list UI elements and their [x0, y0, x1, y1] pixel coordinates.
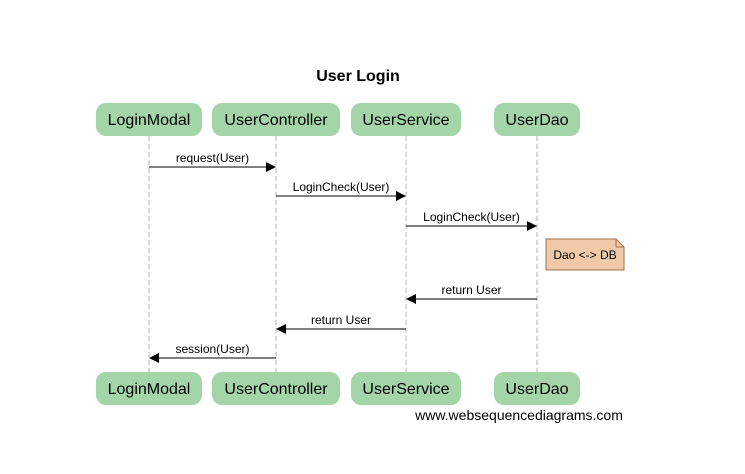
message-label: LoginCheck(User) [423, 210, 520, 224]
note-text: Dao <-> DB [553, 248, 616, 262]
notes: Dao <-> DB [545, 238, 625, 271]
participant-box [212, 103, 340, 136]
arrowhead-icon [527, 221, 537, 231]
message-label: session(User) [175, 342, 249, 356]
participant-bottom-loginmodal: LoginModal [96, 372, 202, 405]
message-label: request(User) [176, 151, 249, 165]
participant-label: UserDao [505, 112, 568, 129]
participant-top-usercontroller: UserController [212, 103, 340, 136]
arrowhead-icon [149, 353, 159, 363]
participant-box [494, 103, 580, 136]
participant-box [351, 372, 461, 405]
message-6: session(User) [149, 342, 276, 363]
participant-label: UserController [224, 381, 328, 398]
participant-label: LoginModal [108, 381, 191, 398]
participant-bottom-usercontroller: UserController [212, 372, 340, 405]
participant-top-userdao: UserDao [494, 103, 580, 136]
participant-box [351, 103, 461, 136]
participant-label: UserDao [505, 381, 568, 398]
participant-box [96, 372, 202, 405]
messages: request(User) LoginCheck(User) LoginCheck(… [149, 151, 537, 363]
note: Dao <-> DB [545, 238, 625, 271]
participant-label: UserService [362, 112, 449, 129]
message-3: LoginCheck(User) [406, 210, 537, 231]
participant-label: UserController [224, 112, 328, 129]
message-1: request(User) [149, 151, 276, 172]
lifelines [148, 136, 538, 372]
note-fold-icon [615, 239, 624, 248]
message-label: return User [441, 283, 501, 297]
message-5: return User [276, 313, 406, 334]
arrowhead-icon [276, 324, 286, 334]
participant-box [494, 372, 580, 405]
message-label: LoginCheck(User) [293, 180, 390, 194]
participant-bottom-userdao: UserDao [494, 372, 580, 405]
arrowhead-icon [406, 294, 416, 304]
arrowhead-icon [266, 162, 276, 172]
participant-label: UserService [362, 381, 449, 398]
participant-top-userservice: UserService [351, 103, 461, 136]
message-4: return User [406, 283, 537, 304]
participant-bottom-userservice: UserService [351, 372, 461, 405]
participant-box [212, 372, 340, 405]
watermark: www.websequencediagrams.com [414, 407, 623, 423]
participant-label: LoginModal [108, 112, 191, 129]
message-label: return User [311, 313, 371, 327]
participant-top-loginmodal: LoginModal [96, 103, 202, 136]
participant-box [96, 103, 202, 136]
note-box [545, 238, 625, 271]
message-2: LoginCheck(User) [276, 180, 406, 201]
diagram-title: User Login [316, 68, 400, 85]
arrowhead-icon [396, 191, 406, 201]
